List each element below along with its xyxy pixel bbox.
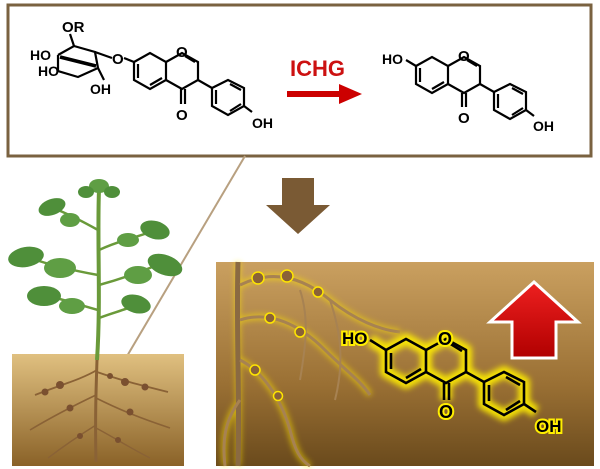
highlight-ho: HO	[342, 329, 368, 348]
highlight-ring-o: O	[438, 329, 452, 349]
substrate-oh-phenyl: OH	[252, 115, 273, 131]
product-ring-o: O	[458, 48, 470, 65]
highlight-carbonyl-o: O	[439, 402, 453, 422]
substrate-molecule	[56, 33, 253, 117]
reaction-box	[6, 3, 593, 158]
enzyme-label: ICHG	[290, 56, 345, 81]
increase-arrow-icon	[486, 279, 582, 360]
substrate-r-label: OR	[62, 19, 85, 36]
substrate-oh-sugar: OH	[90, 81, 111, 97]
substrate-ho-top: HO	[30, 47, 51, 63]
substrate-ho-bottom: HO	[38, 63, 59, 79]
product-ho: HO	[382, 51, 403, 67]
substrate-ring-o: O	[176, 44, 188, 61]
product-carbonyl-o: O	[458, 110, 470, 127]
product-oh-phenyl: OH	[533, 118, 554, 134]
root-zoom-panel: HO O O OH	[216, 261, 594, 469]
substrate-carbonyl-o: O	[176, 107, 188, 124]
plant-illustration	[8, 155, 246, 466]
highlight-molecule	[369, 337, 537, 417]
substrate-link-o: O	[112, 51, 124, 68]
down-arrow	[266, 178, 330, 234]
reaction-arrow	[287, 84, 362, 104]
highlight-oh-phenyl: OH	[536, 417, 562, 436]
product-molecule	[405, 55, 535, 121]
